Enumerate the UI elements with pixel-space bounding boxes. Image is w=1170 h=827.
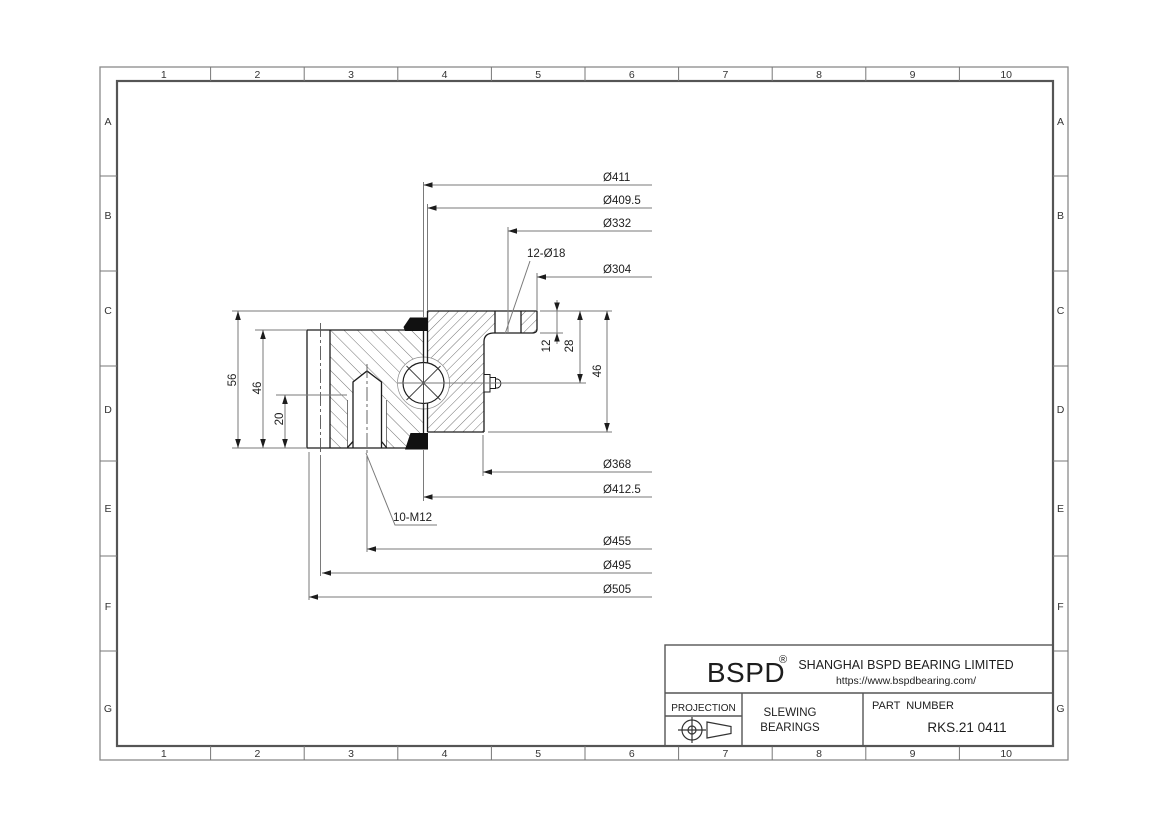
svg-text:4: 4 [442,748,448,760]
dimension-arrows [235,182,610,600]
svg-text:7: 7 [722,69,728,81]
tapped-holes-leader [365,452,437,526]
svg-text:2: 2 [254,748,260,760]
dim-d505: Ø505 [603,584,631,596]
svg-text:6: 6 [629,69,635,81]
svg-text:C: C [104,305,112,317]
dim-thickness-12: 12 [541,340,553,353]
dim-depth-20: 20 [274,413,286,426]
svg-text:9: 9 [910,69,916,81]
svg-text:10: 10 [1000,69,1012,81]
svg-text:8: 8 [816,69,822,81]
svg-text:A: A [104,116,111,128]
svg-text:B: B [1057,210,1064,222]
svg-text:9: 9 [910,748,916,760]
svg-text:5: 5 [535,748,541,760]
seal-top [403,317,428,331]
svg-text:6: 6 [629,748,635,760]
zone-ticks [100,67,1068,760]
svg-text:F: F [105,601,111,613]
zone-column-labels-top: 1 2 3 4 5 6 7 8 9 10 [161,69,1012,81]
dim-height-28: 28 [564,340,576,353]
dim-flange-holes: 12-Ø18 [527,248,565,260]
dim-d368: Ø368 [603,459,631,471]
company-name: SHANGHAI BSPD BEARING LIMITED [798,658,1013,672]
svg-text:D: D [104,404,112,416]
zone-column-labels-bottom: 1 2 3 4 5 6 7 8 9 10 [161,748,1012,760]
svg-text:A: A [1057,116,1064,128]
zone-row-labels-left: A B C D E F G [104,116,112,715]
first-angle-projection-icon [678,717,732,743]
outer-border [99,66,1069,761]
tapped-hole [347,364,387,462]
svg-text:D: D [1057,404,1065,416]
flange-holes-leader [504,260,531,335]
part-number-value: RKS.21 0411 [927,720,1006,735]
svg-text:G: G [1056,703,1064,715]
seal-bottom [405,433,428,450]
svg-text:E: E [1057,503,1064,515]
svg-text:2: 2 [254,69,260,81]
dim-tapped-holes: 10-M12 [393,512,432,524]
title-block: BSPD ® SHANGHAI BSPD BEARING LIMITED htt… [664,644,1054,747]
zone-row-labels-right: A B C D E F G [1056,116,1064,715]
svg-text:7: 7 [722,748,728,760]
company-website: https://www.bspdbearing.com/ [836,675,976,687]
dim-d304: Ø304 [603,264,632,276]
sheet-frame: 1 2 3 4 5 6 7 8 9 10 1 2 3 4 5 6 7 8 9 1… [99,66,1069,761]
svg-text:C: C [1057,305,1065,317]
dimension-lines [232,182,652,600]
product-name-line2: BEARINGS [760,722,820,734]
svg-text:F: F [1057,601,1063,613]
drill-hole-cutout [353,371,382,448]
svg-text:1: 1 [161,748,167,760]
dim-d409-5: Ø409.5 [603,195,641,207]
svg-text:E: E [104,503,111,515]
dim-height-46-left: 46 [252,382,264,395]
svg-text:10: 10 [1000,748,1012,760]
inner-ring-hatch [427,311,537,432]
svg-text:8: 8 [816,748,822,760]
dim-d332: Ø332 [603,218,631,230]
svg-text:3: 3 [348,69,354,81]
dimension-labels: Ø411 Ø409.5 Ø332 12-Ø18 Ø304 Ø368 Ø412.5… [227,172,641,596]
registered-mark-icon: ® [779,654,787,666]
svg-text:B: B [104,210,111,222]
dim-d412-5: Ø412.5 [603,484,641,496]
svg-text:5: 5 [535,69,541,81]
svg-text:G: G [104,703,112,715]
dim-d455: Ø455 [603,536,631,548]
part-number-label: PART NUMBER [872,700,954,712]
projection-label: PROJECTION [671,703,735,714]
bearing-cross-section [306,310,586,462]
dim-d495: Ø495 [603,560,631,572]
product-name-line1: SLEWING [763,707,816,719]
company-logo: BSPD [707,657,785,688]
title-block-border [664,644,1054,747]
svg-text:1: 1 [161,69,167,81]
svg-text:3: 3 [348,748,354,760]
dim-height-56: 56 [227,374,239,387]
svg-text:4: 4 [442,69,448,81]
inner-border [115,79,1055,748]
dim-height-46-right: 46 [592,365,604,378]
dim-d411: Ø411 [603,172,630,184]
